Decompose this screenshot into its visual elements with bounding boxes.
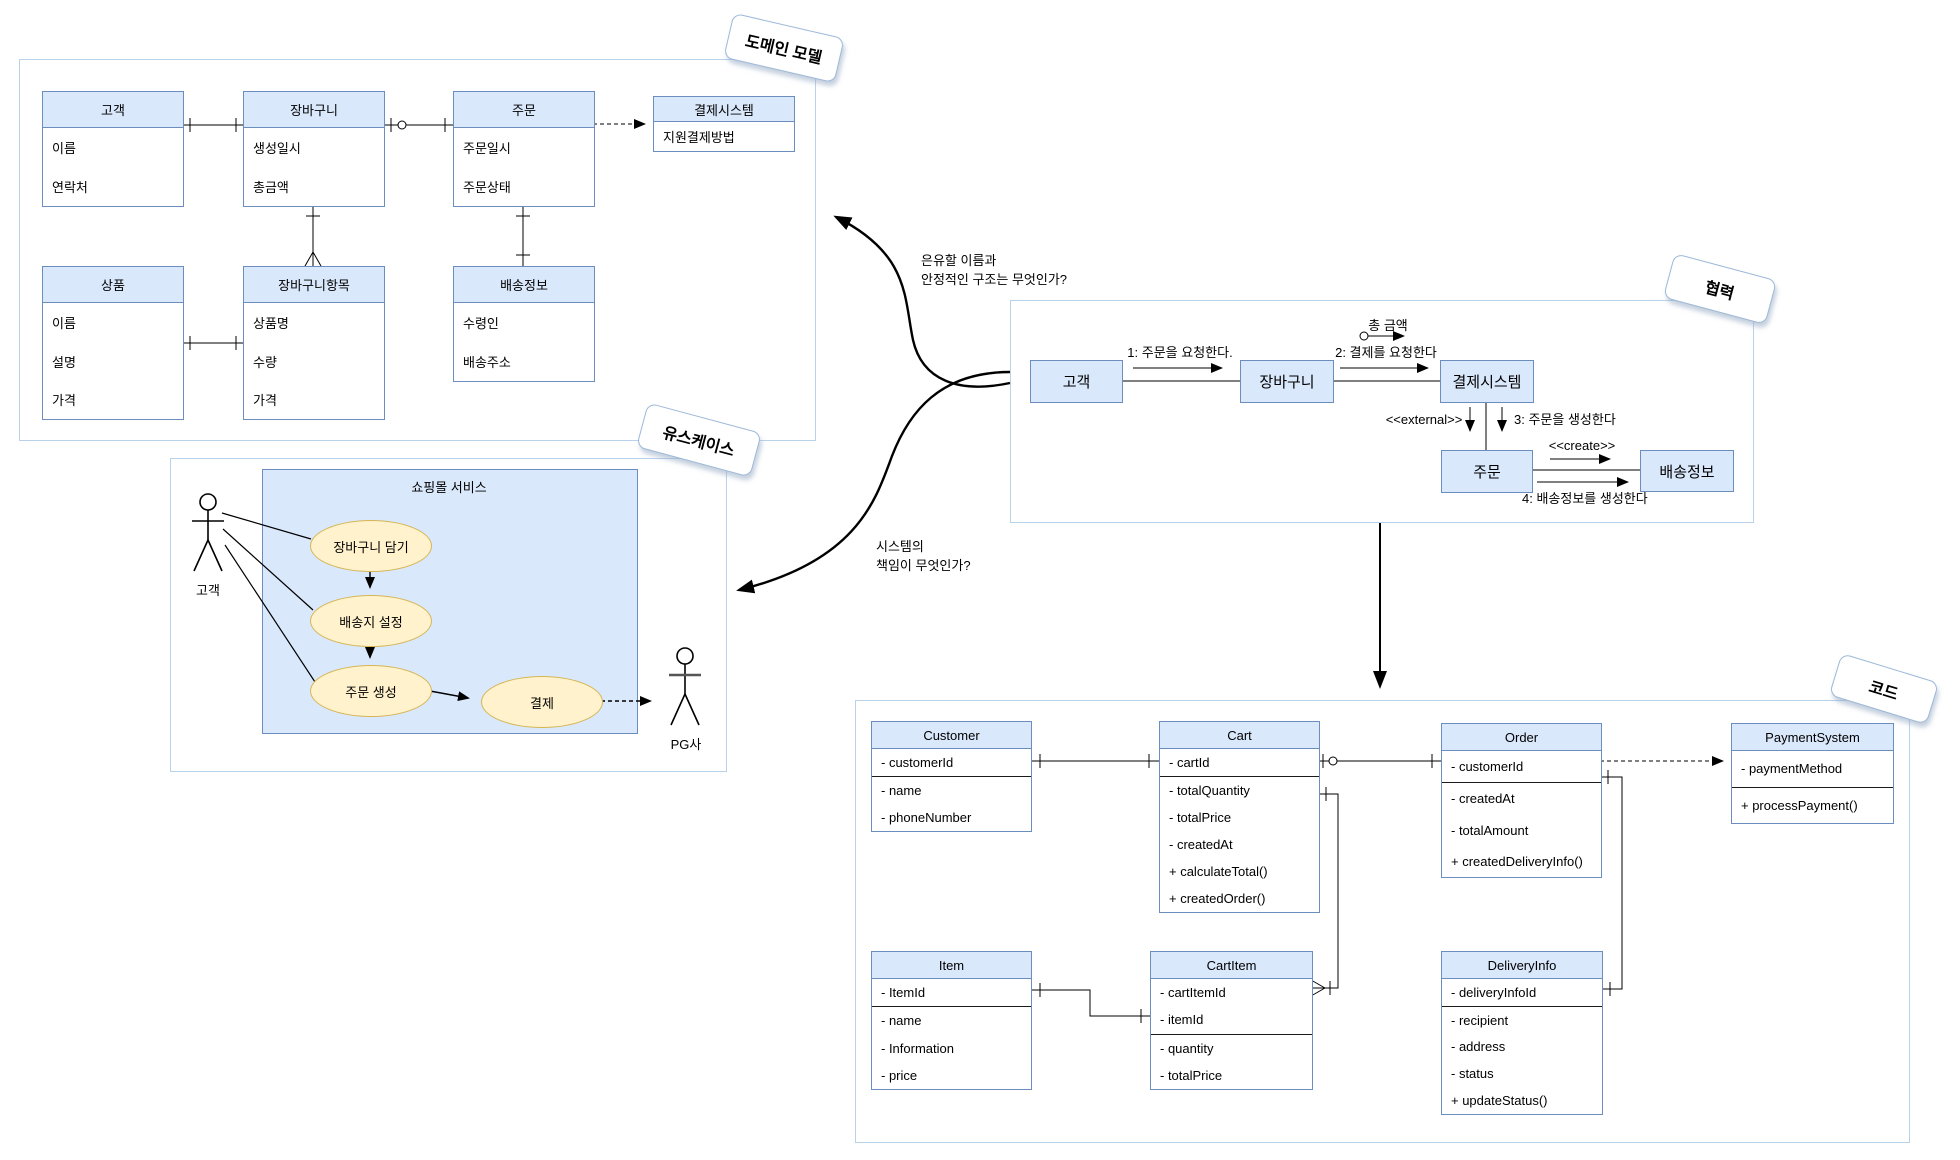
class-attr: - createdAt [1160, 831, 1319, 858]
class-method: + processPayment() [1732, 786, 1893, 823]
entity-title: 고객 [43, 92, 183, 128]
collab-delivery-info: 배송정보 [1640, 450, 1734, 492]
class-attr: - paymentMethod [1732, 751, 1893, 787]
responsibility-question-label: 시스템의 책임이 무엇인가? [876, 539, 971, 573]
entity-title: 주문 [454, 92, 594, 128]
collaboration-tab-label: 협력 [1702, 279, 1736, 304]
pg-actor-icon [666, 646, 704, 737]
class-title: PaymentSystem [1732, 724, 1893, 751]
customer-actor-label: 고객 [196, 583, 220, 598]
collab-cart: 장바구니 [1240, 360, 1334, 403]
class-attr: - totalAmount [1442, 814, 1601, 846]
class-attr: - ItemId [872, 979, 1031, 1007]
class-cart-item: CartItem - cartItemId - itemId - quantit… [1150, 951, 1313, 1090]
entity-row: 주문상태 [454, 167, 594, 206]
entity-row: 가격 [244, 380, 384, 420]
collab-external-stereotype: <<external>> [1385, 412, 1463, 427]
naming-question-label: 은유할 이름과 안정적인 구조는 무엇인가? [921, 253, 1068, 287]
collab-message-1: 1: 주문을 요청한다. [1127, 345, 1233, 360]
class-title: Customer [872, 722, 1031, 749]
class-attr: - name [872, 1006, 1031, 1035]
entity-row: 이름 [43, 128, 183, 167]
class-item: Item - ItemId - name - Information - pri… [871, 951, 1032, 1090]
class-attr: - Information [872, 1034, 1031, 1062]
usecase-payment: 결제 [481, 676, 603, 728]
class-attr: - totalQuantity [1160, 776, 1319, 804]
collaboration-container [1010, 300, 1754, 523]
class-attr: - recipient [1442, 1005, 1602, 1034]
entity-row: 가격 [43, 380, 183, 420]
entity-cart-item: 장바구니항목 상품명 수량 가격 [243, 266, 385, 420]
collab-token-label: 총 금액 [1368, 318, 1408, 333]
collab-message-2: 2: 결제를 요청한다 [1335, 345, 1437, 360]
entity-product: 상품 이름 설명 가격 [42, 266, 184, 420]
system-boundary-title: 쇼핑몰 서비스 [411, 480, 487, 495]
entity-row: 생성일시 [244, 128, 384, 167]
code-tab-label: 코드 [1866, 678, 1900, 704]
pg-actor-label: PG사 [670, 737, 702, 752]
entity-row: 총금액 [244, 167, 384, 206]
class-attr: - deliveryInfoId [1442, 979, 1602, 1006]
class-attr: - phoneNumber [872, 804, 1031, 831]
collab-message-4: 4: 배송정보를 생성한다 [1522, 491, 1648, 506]
entity-customer: 고객 이름 연락처 [42, 91, 184, 207]
class-method: + updateStatus() [1442, 1087, 1602, 1114]
class-method: + createdOrder() [1160, 885, 1319, 912]
class-attr: - quantity [1151, 1033, 1312, 1062]
entity-title: 배송정보 [454, 267, 594, 303]
entity-delivery-info: 배송정보 수령인 배송주소 [453, 266, 595, 382]
entity-order: 주문 주문일시 주문상태 [453, 91, 595, 207]
class-attr: - totalPrice [1151, 1061, 1312, 1089]
entity-row: 주문일시 [454, 128, 594, 167]
collab-create-stereotype: <<create>> [1548, 438, 1616, 453]
entity-row: 연락처 [43, 167, 183, 206]
class-attr: - address [1442, 1033, 1602, 1061]
class-attr: - price [872, 1061, 1031, 1089]
entity-title: 장바구니 [244, 92, 384, 128]
class-title: Cart [1160, 722, 1319, 749]
class-attr: - name [872, 776, 1031, 804]
class-attr: - status [1442, 1060, 1602, 1088]
class-attr: - cartId [1160, 749, 1319, 776]
domain-model-tab-label: 도메인 모델 [743, 33, 824, 68]
class-customer: Customer - customerId - name - phoneNumb… [871, 721, 1032, 832]
class-attr: - cartItemId [1151, 979, 1312, 1007]
class-method: + createdDeliveryInfo() [1442, 845, 1601, 877]
entity-row: 수량 [244, 341, 384, 381]
entity-row: 지원결제방법 [654, 122, 794, 151]
class-delivery-info: DeliveryInfo - deliveryInfoId - recipien… [1441, 951, 1603, 1115]
entity-row: 수령인 [454, 303, 594, 342]
class-attr: - createdAt [1442, 782, 1601, 815]
class-payment-system: PaymentSystem - paymentMethod + processP… [1731, 723, 1894, 824]
class-attr: - totalPrice [1160, 804, 1319, 831]
entity-payment-system: 결제시스템 지원결제방법 [653, 96, 795, 152]
entity-row: 이름 [43, 303, 183, 342]
class-order: Order - customerId - createdAt - totalAm… [1441, 723, 1602, 878]
entity-title: 결제시스템 [654, 97, 794, 122]
entity-row: 상품명 [244, 303, 384, 342]
class-title: Order [1442, 724, 1601, 751]
usecase-add-to-cart: 장바구니 담기 [310, 520, 432, 572]
collab-payment-system: 결제시스템 [1440, 360, 1534, 403]
entity-cart: 장바구니 생성일시 총금액 [243, 91, 385, 207]
entity-title: 장바구니항목 [244, 267, 384, 303]
collab-message-3: 3: 주문을 생성한다 [1514, 412, 1616, 427]
entity-row: 배송주소 [454, 342, 594, 381]
entity-title: 상품 [43, 267, 183, 303]
collab-order: 주문 [1441, 450, 1533, 493]
class-method: + calculateTotal() [1160, 858, 1319, 885]
usecase-tab-label: 유스케이스 [660, 424, 737, 461]
usecase-create-order: 주문 생성 [310, 665, 432, 717]
entity-row: 설명 [43, 341, 183, 381]
class-cart: Cart - cartId - totalQuantity - totalPri… [1159, 721, 1320, 913]
class-title: Item [872, 952, 1031, 979]
class-attr: - customerId [872, 749, 1031, 776]
class-attr: - customerId [1442, 751, 1601, 783]
class-title: CartItem [1151, 952, 1312, 979]
collab-customer: 고객 [1030, 360, 1123, 403]
usecase-set-delivery: 배송지 설정 [310, 595, 432, 647]
class-attr: - itemId [1151, 1006, 1312, 1034]
customer-actor-icon [189, 492, 227, 583]
class-title: DeliveryInfo [1442, 952, 1602, 979]
